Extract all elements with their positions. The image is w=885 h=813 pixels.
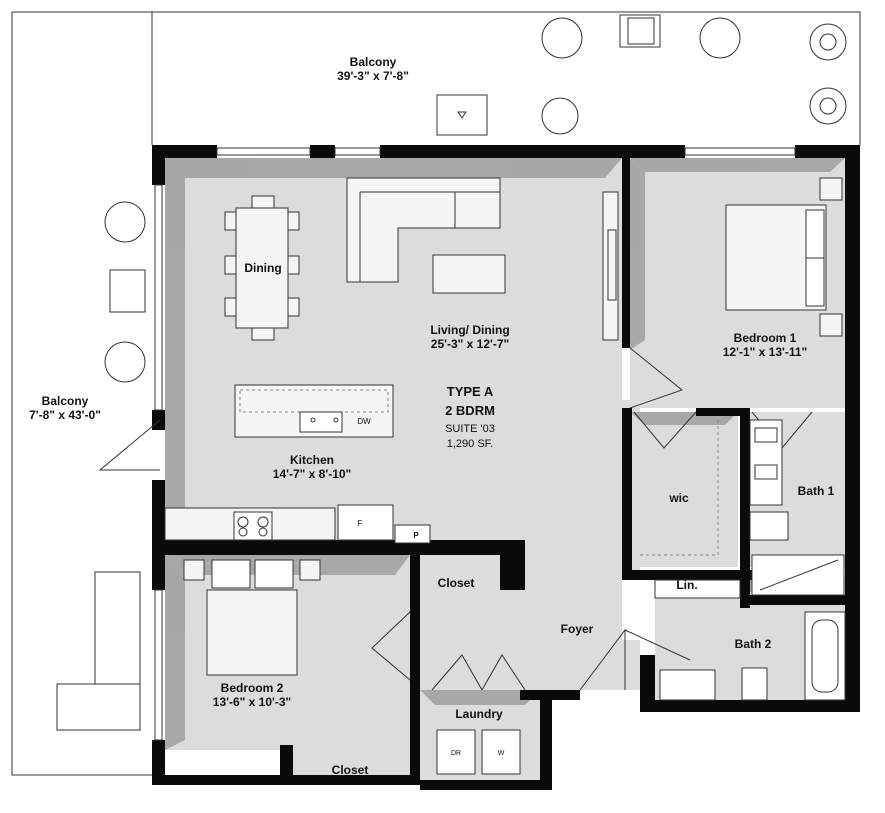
bedroom2-dims: 13'-6" x 10'-3" — [213, 695, 291, 709]
bath1-fixtures — [749, 419, 845, 596]
plant-icon — [809, 87, 847, 125]
living-title: Living/ Dining — [430, 323, 509, 337]
room-labels: Balcony 39'-3" x 7'-8" Balcony 7'-8" x 4… — [29, 55, 835, 777]
wic-shelf — [640, 420, 719, 556]
balcony-left-title: Balcony — [42, 394, 89, 408]
washer-label: W — [498, 750, 505, 757]
balcony-outline — [11, 11, 861, 776]
pantry-label: P — [413, 531, 419, 540]
plant-icon — [809, 23, 847, 61]
wall-shadows — [165, 158, 845, 750]
dining-label: Dining — [244, 261, 281, 275]
kitchen-dims: 14'-7" x 8'-10" — [273, 467, 351, 481]
laundry-label: Laundry — [455, 707, 503, 721]
bath2-label: Bath 2 — [735, 637, 772, 651]
windows — [154, 147, 796, 741]
bedroom2-furniture — [183, 559, 321, 676]
doors — [98, 347, 813, 691]
suite-type: TYPE A — [447, 384, 494, 399]
living-furniture — [224, 177, 619, 341]
bedroom1-furniture — [725, 177, 843, 337]
suite-number: SUITE '03 — [445, 423, 495, 435]
kitchen-fixtures — [164, 384, 431, 544]
foyer-label: Foyer — [561, 622, 594, 636]
linen-label: Lin. — [676, 578, 697, 592]
bedroom2-title: Bedroom 2 — [221, 681, 284, 695]
bath1-label: Bath 1 — [798, 484, 835, 498]
balcony-left-dims: 7'-8" x 43'-0" — [29, 408, 101, 422]
balcony-furniture — [56, 14, 847, 731]
closet-top-label: Closet — [438, 576, 475, 590]
closet-bottom-label: Closet — [332, 763, 369, 777]
bath2-fixtures — [654, 579, 846, 701]
walls — [152, 145, 860, 790]
dryer-label: DR — [451, 750, 461, 757]
living-dims: 25'-3" x 12'-7" — [431, 337, 509, 351]
dishwasher-label: DW — [357, 417, 371, 426]
bedroom1-dims: 12'-1" x 13'-11" — [723, 345, 807, 359]
balcony-top-title: Balcony — [350, 55, 397, 69]
bedroom1-title: Bedroom 1 — [734, 331, 797, 345]
kitchen-title: Kitchen — [290, 453, 334, 467]
wic-label: wic — [668, 491, 689, 505]
fridge-label: F — [358, 519, 363, 528]
balcony-top-dims: 39'-3" x 7'-8" — [337, 69, 409, 83]
laundry-fixtures — [436, 729, 521, 775]
suite-area: 1,290 SF. — [447, 438, 493, 450]
suite-beds: 2 BDRM — [445, 403, 495, 418]
